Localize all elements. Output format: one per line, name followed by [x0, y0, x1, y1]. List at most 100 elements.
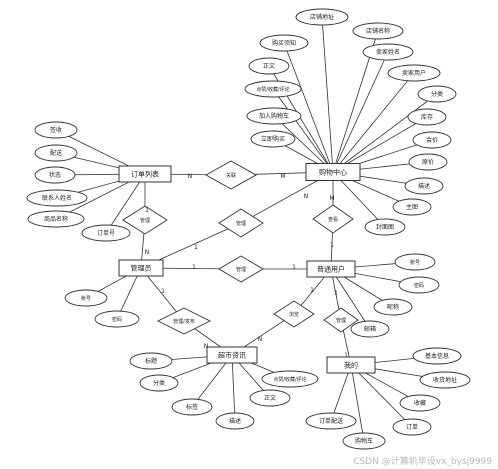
attribute-a-seller-name: 卖家姓名	[362, 43, 414, 61]
relationship-label: 查看	[328, 216, 338, 223]
attribute-ellipse	[407, 108, 447, 126]
attribute-i-click-fav: 点赞/收藏/评论	[261, 370, 319, 388]
attribute-a-desc: 描述	[404, 177, 444, 195]
attribute-label: 主图	[406, 203, 418, 211]
entity-mine: 我的	[326, 356, 376, 374]
cardinality-label: N	[188, 173, 193, 180]
attribute-ellipse	[295, 8, 349, 26]
attribute-ellipse	[305, 412, 357, 430]
relationship-diamond	[273, 300, 315, 328]
attribute-line	[231, 354, 236, 422]
attribute-label: 商品名称	[44, 215, 68, 223]
relationship-diamond	[312, 204, 354, 234]
attribute-label: 描述	[229, 417, 241, 425]
attribute-line	[283, 42, 334, 173]
attribute-u-nickname: 昵称	[373, 298, 413, 316]
entity-cart: 购物中心	[305, 163, 361, 181]
attribute-ellipse	[261, 370, 319, 388]
attribute-label: 标签	[186, 403, 198, 411]
entity-admin: 管理员	[118, 259, 164, 277]
attribute-ellipse	[26, 189, 88, 207]
entity-label: 管理员	[131, 264, 152, 273]
attribute-line	[330, 364, 352, 422]
entity-label: 我的	[344, 361, 358, 370]
entity-label: 普通用户	[317, 265, 345, 274]
attribute-m-order-ship: 订单配送	[305, 412, 357, 430]
attribute-line	[330, 268, 371, 330]
attribute-ellipse	[259, 34, 309, 52]
relationship-diamond	[323, 307, 359, 333]
cardinality-label: 1	[330, 242, 334, 249]
cardinality-label: 1	[334, 290, 338, 297]
attribute-line	[321, 16, 334, 173]
relationship-rel-user-info: 浏览	[273, 300, 315, 328]
attribute-u-password: 密码	[398, 276, 440, 294]
entity-box	[306, 260, 356, 278]
relationship-rel-order-cart: 关联	[205, 160, 257, 190]
attribute-label: 签收	[50, 126, 62, 134]
diagram-shapes: 店铺地址店铺名称购买须知卖家姓名正文卖家用户点赞/收藏/评论分类加入购物车库存立…	[26, 8, 471, 450]
attribute-a-shop-name: 店铺名称	[352, 22, 404, 40]
attribute-m-basic: 基本信息	[412, 347, 462, 365]
attribute-ellipse	[34, 144, 78, 162]
attribute-label: 购物车	[355, 437, 373, 445]
attribute-ad-password: 密码	[94, 310, 140, 328]
entity-label: 购物中心	[319, 168, 347, 177]
attribute-ellipse	[412, 347, 462, 365]
relationship-diamond	[122, 205, 168, 235]
attribute-line	[350, 364, 413, 428]
attribute-line	[332, 116, 428, 173]
attribute-o-ship: 配送	[34, 144, 78, 162]
attribute-ellipse	[417, 85, 457, 103]
attribute-label: 店铺名称	[366, 27, 390, 35]
attribute-ellipse	[373, 298, 413, 316]
entity-label: 超市资讯	[218, 351, 246, 360]
attribute-label: 卖家姓名	[376, 48, 400, 56]
attribute-line	[350, 364, 365, 442]
attribute-label: 封面图	[376, 223, 394, 231]
attribute-label: 配送	[50, 149, 62, 157]
attribute-o-number: 订单号	[81, 224, 131, 242]
attribute-ellipse	[244, 80, 302, 98]
attribute-label: 昵称	[387, 303, 399, 311]
attribute-ellipse	[392, 418, 432, 436]
relationship-label: 浏览	[289, 311, 299, 318]
cardinality-label: N	[304, 193, 309, 200]
attribute-label: 购买须知	[272, 39, 296, 47]
attribute-ellipse	[250, 130, 296, 148]
entity-box	[118, 259, 164, 277]
attribute-label: 联系人姓名	[42, 194, 72, 202]
cardinality-label: 1	[194, 244, 198, 251]
attribute-ellipse	[352, 22, 404, 40]
attribute-a-cover: 封面图	[364, 218, 406, 236]
relationship-label: 管理	[236, 220, 246, 227]
attribute-ellipse	[350, 320, 390, 338]
cardinality-label: N	[145, 249, 150, 256]
attribute-label: 正文	[264, 394, 276, 402]
attribute-label: 会价	[426, 136, 438, 144]
attribute-ellipse	[342, 432, 386, 450]
attribute-line	[332, 51, 389, 173]
attribute-ellipse	[215, 412, 255, 430]
attribute-label: 密码	[414, 282, 424, 289]
cardinality-label: 1	[344, 352, 348, 359]
attribute-ellipse	[419, 371, 471, 389]
attribute-ellipse	[404, 177, 444, 195]
attribute-line	[332, 171, 386, 228]
cardinality-label: 1	[145, 207, 149, 214]
attribute-label: 描述	[418, 182, 430, 190]
attribute-i-title: 标题	[129, 352, 173, 370]
relationship-rel-admin-info: 管理/发布	[156, 307, 212, 335]
cardinality-label: 1	[192, 264, 196, 271]
attribute-ellipse	[34, 121, 78, 139]
entity-user: 普通用户	[306, 260, 356, 278]
attribute-ellipse	[246, 107, 302, 125]
attribute-label: 收货地址	[433, 376, 457, 384]
attribute-label: 邮箱	[364, 325, 376, 333]
attribute-label: 店铺地址	[310, 13, 334, 21]
attribute-a-add-cart: 加入购物车	[246, 107, 302, 125]
relationship-rel-admin-order: 管理	[122, 205, 168, 235]
attribute-line	[105, 173, 146, 234]
attribute-label: 账号	[410, 259, 420, 266]
attribute-a-shop-addr: 店铺地址	[295, 8, 349, 26]
